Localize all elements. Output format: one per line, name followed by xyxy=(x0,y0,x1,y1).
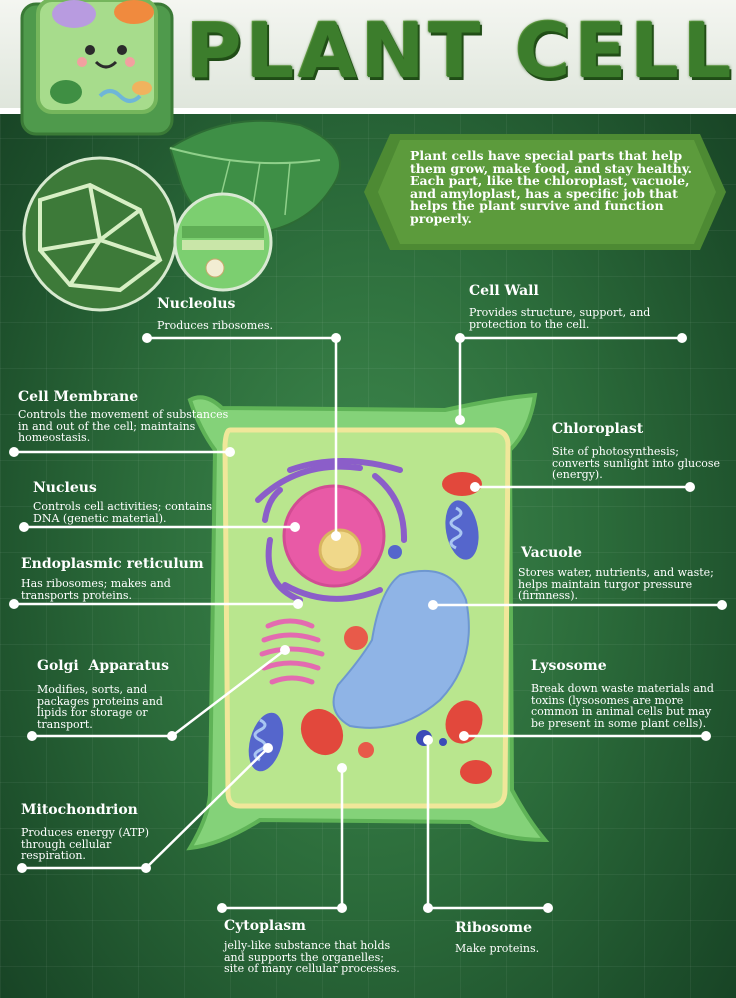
label-golgi-desc: Modifies, sorts, and packages proteins a… xyxy=(37,683,163,731)
label-mitochondrion-desc: Produces energy (ATP) through cellular r… xyxy=(21,826,149,862)
label-cell-membrane-name: Cell Membrane xyxy=(18,389,139,405)
label-chloroplast-desc: Site of photosynthesis; converts sunligh… xyxy=(552,445,721,481)
label-nucleus-desc: Controls cell activities; contains DNA (… xyxy=(33,500,213,525)
label-vacuole-desc: Stores water, nutrients, and waste; help… xyxy=(518,566,714,602)
label-er-name: Endoplasmic reticulum xyxy=(21,556,204,572)
header-divider xyxy=(0,108,736,114)
chloroplast-illustration xyxy=(300,472,492,784)
label-cell-wall-desc: Provides structure, support, and protect… xyxy=(469,306,651,331)
mitochondrion-illustration xyxy=(248,500,479,772)
page-title: PLANT CELL xyxy=(186,6,736,95)
label-chloroplast-name: Chloroplast xyxy=(552,421,644,437)
leaf-cross-section xyxy=(173,192,273,292)
vacuole-illustration xyxy=(332,569,470,729)
leaf-tissue-magnified xyxy=(22,156,178,312)
label-nucleolus-desc: Produces ribosomes. xyxy=(157,319,274,332)
label-cell-wall-name: Cell Wall xyxy=(469,283,539,299)
intro-text: Plant cells have special parts that help… xyxy=(410,148,693,226)
mascot-cell-icon xyxy=(20,0,174,136)
label-cytoplasm-desc: jelly-like substance that holds and supp… xyxy=(224,939,400,975)
intro-banner xyxy=(364,134,726,250)
label-nucleus-name: Nucleus xyxy=(33,480,97,496)
leader-dots xyxy=(9,333,727,913)
label-lysosome-desc: Break down waste materials and toxins (l… xyxy=(531,682,714,730)
plant-cell-illustration xyxy=(186,392,550,851)
label-ribosome-desc: Make proteins. xyxy=(455,942,540,955)
label-ribosome-name: Ribosome xyxy=(455,920,533,936)
label-golgi-name: Golgi Apparatus xyxy=(37,658,169,674)
golgi-illustration xyxy=(259,618,325,685)
er-illustration xyxy=(255,458,408,603)
label-cytoplasm-name: Cytoplasm xyxy=(224,918,306,934)
lysosome-illustration xyxy=(344,626,374,758)
label-cell-membrane-desc: Controls the movement of substances in a… xyxy=(18,408,229,444)
label-nucleolus-name: Nucleolus xyxy=(157,296,236,312)
nucleolus-illustration xyxy=(318,528,362,572)
label-mitochondrion-name: Mitochondrion xyxy=(21,802,138,818)
label-vacuole-name: Vacuole xyxy=(521,545,582,561)
label-er-desc: Has ribosomes; makes and transports prot… xyxy=(21,577,171,602)
label-lysosome-name: Lysosome xyxy=(531,658,607,674)
